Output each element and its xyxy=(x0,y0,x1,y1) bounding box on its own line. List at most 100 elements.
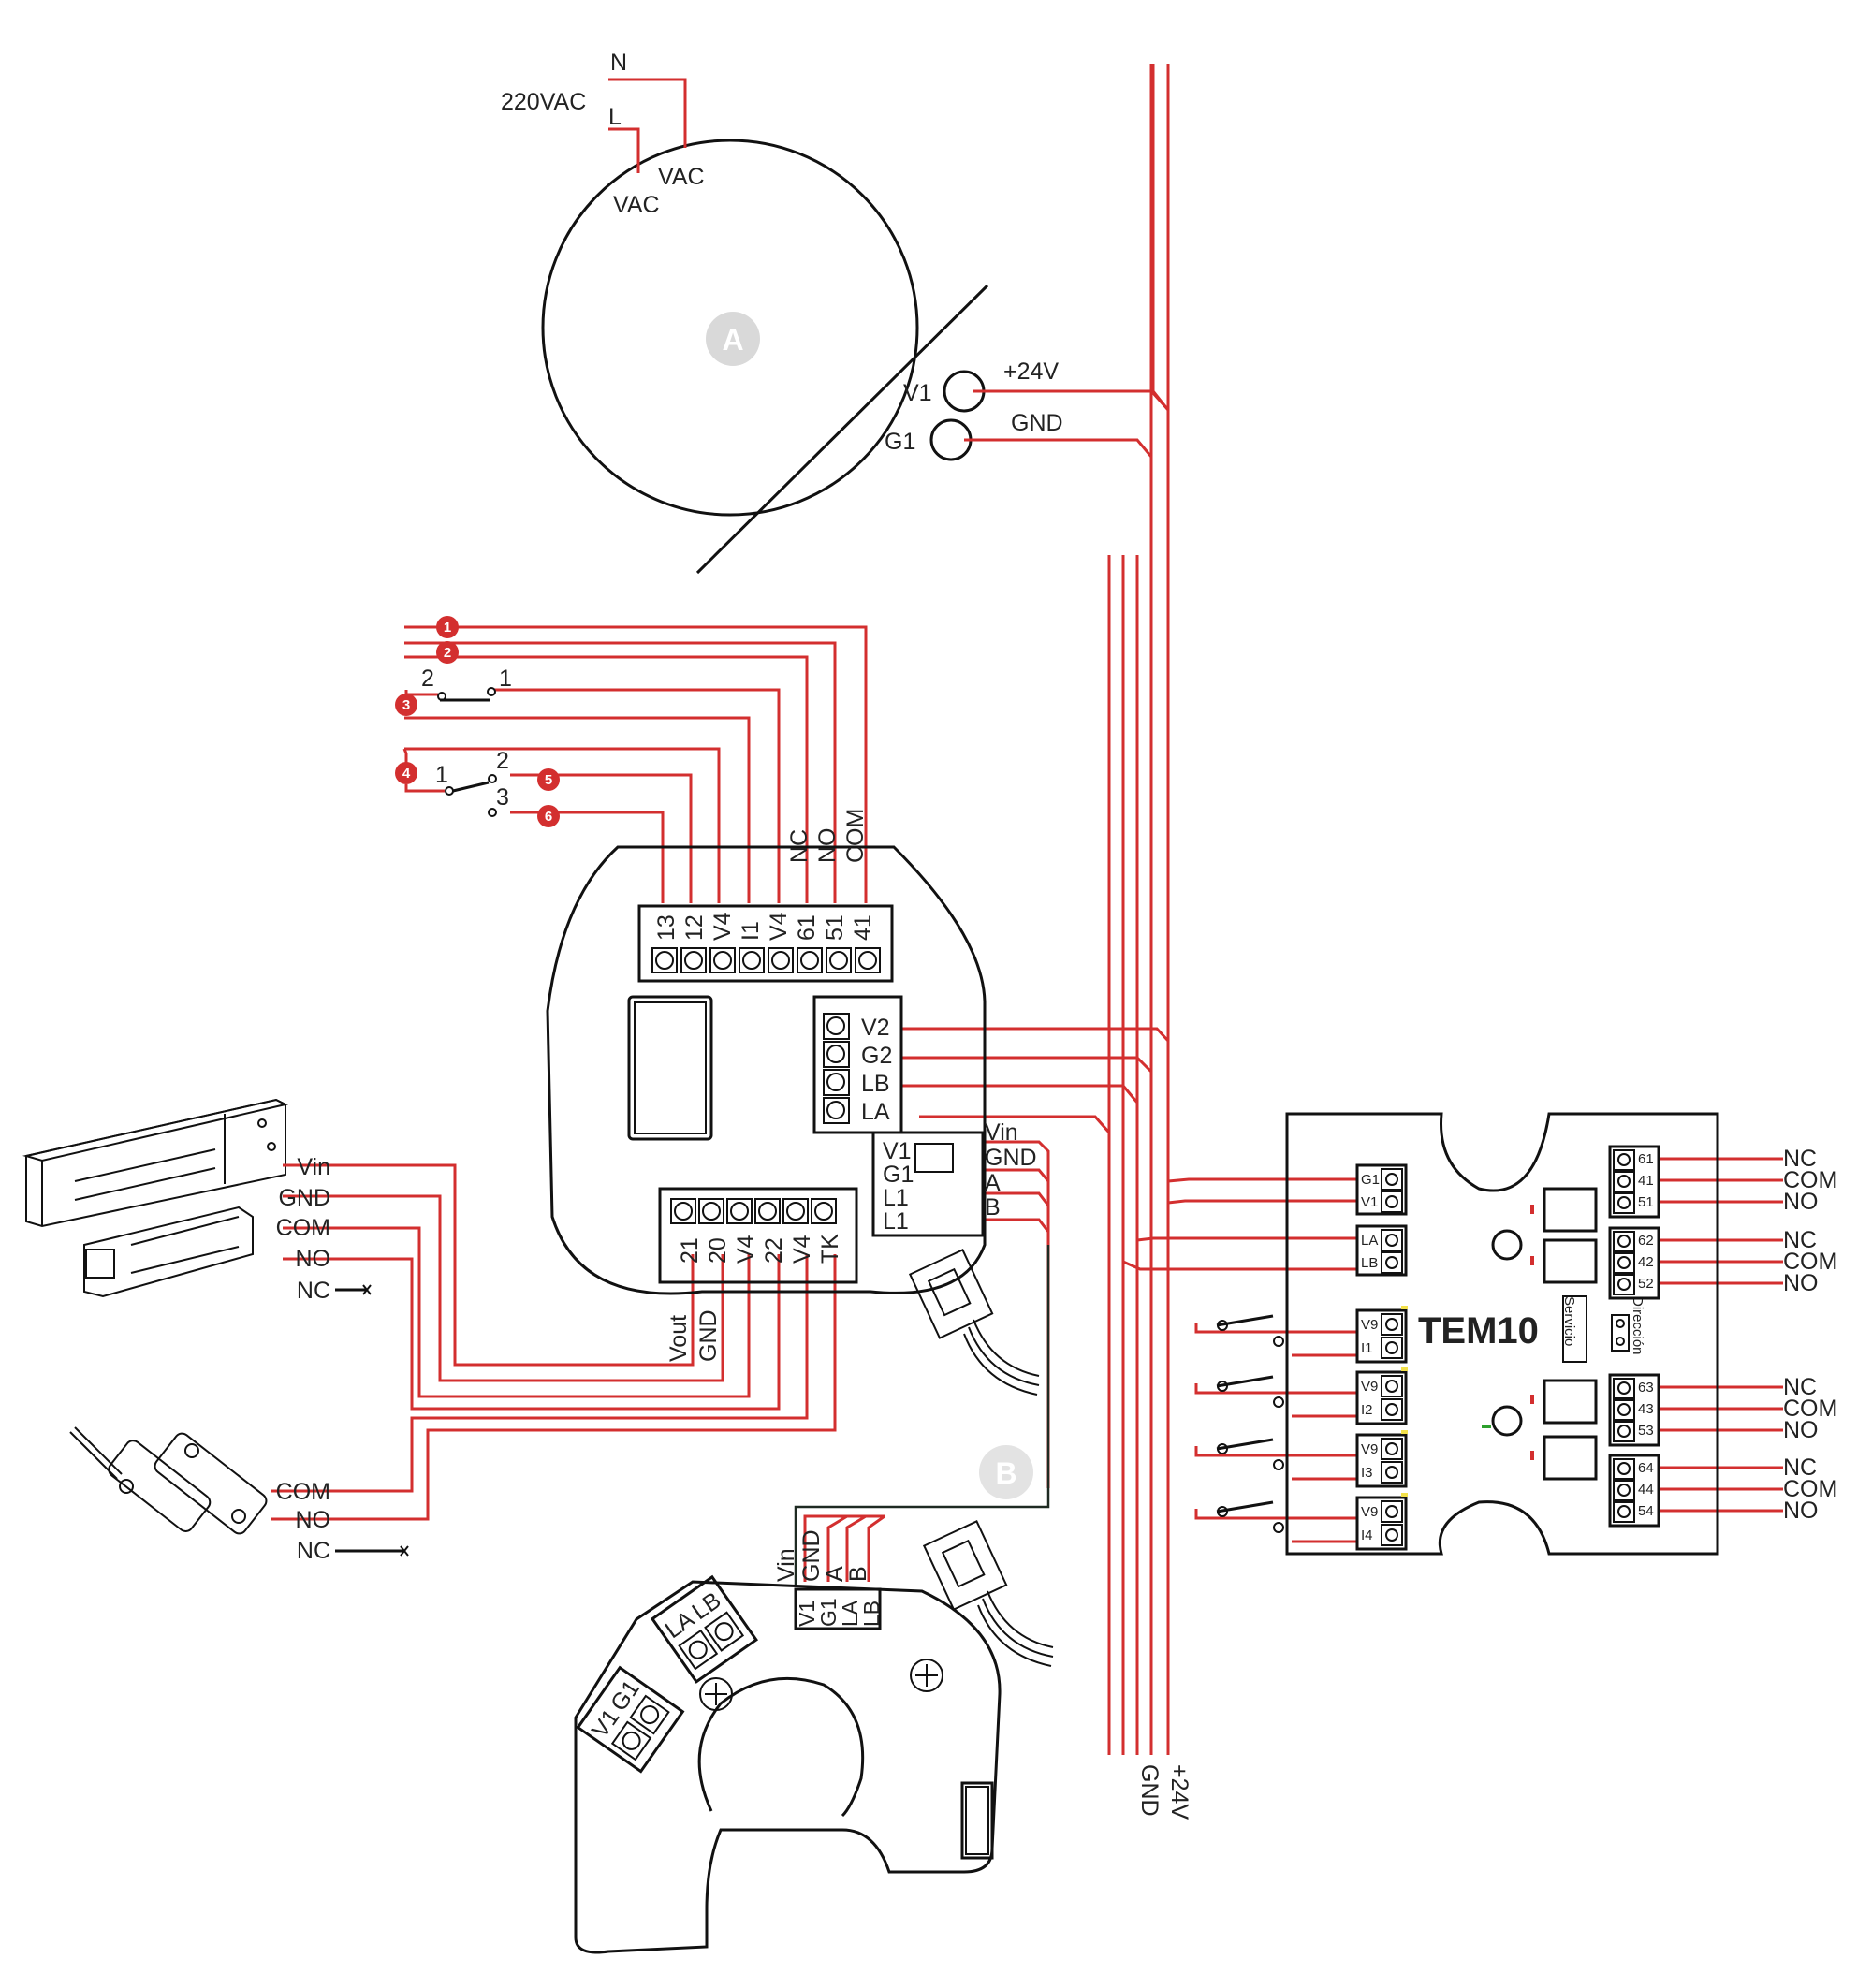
tem10-relay-1-t2: 41 xyxy=(1638,1173,1654,1189)
controller-terminal-lb: LB xyxy=(861,1071,890,1097)
input-badge-3 xyxy=(395,694,417,716)
controller-terminal-51: 51 xyxy=(822,914,848,941)
relay-1-nc: NC xyxy=(1783,1146,1817,1172)
tem10-relay-2-t1: 62 xyxy=(1638,1233,1654,1249)
relay-1-com: COM xyxy=(1783,1167,1837,1193)
tem10-input-1: V9 I1 xyxy=(1355,1306,1408,1364)
lock-vin-label: Vin xyxy=(297,1154,330,1180)
reader-emblem-label: B xyxy=(995,1456,1016,1490)
servicio-label: Servicio xyxy=(1561,1296,1577,1346)
tem10-input-4-i: I4 xyxy=(1361,1528,1373,1543)
reader-terminal-la: LA xyxy=(838,1600,862,1627)
reader-port-g1: G1 xyxy=(883,1162,914,1188)
tem10-relay-3-t1: 63 xyxy=(1638,1380,1654,1396)
tem10-input-switches xyxy=(1216,1314,1284,1533)
mains-wires xyxy=(608,78,687,173)
input-badge-2-label: 2 xyxy=(444,645,451,661)
relay-2-nc: NC xyxy=(1783,1227,1817,1253)
relay-4-no: NO xyxy=(1783,1498,1819,1524)
input-badges: 1 2 3 4 5 6 xyxy=(395,616,560,827)
controller-terminal-v2: V2 xyxy=(861,1015,890,1041)
switch-a-terminal-1: 1 xyxy=(499,665,512,692)
power-supply-emblem xyxy=(706,312,760,366)
input-badge-3-label: 3 xyxy=(402,697,410,713)
relay-3-nc: NC xyxy=(1783,1374,1817,1400)
switch-b-terminal-1: 1 xyxy=(435,762,448,788)
bus-gnd-label: GND xyxy=(1136,1764,1163,1817)
lock-nc-label: NC xyxy=(297,1278,330,1304)
gnd-output-label: GND xyxy=(1011,410,1063,436)
vout-label: Vout xyxy=(665,1315,692,1362)
controller-terminal-g2: G2 xyxy=(861,1043,892,1069)
tem10-input-2-i: I2 xyxy=(1361,1402,1373,1418)
tem10-input-4: V9 I4 xyxy=(1355,1493,1408,1551)
tem10-input-3: V9 I3 xyxy=(1355,1430,1408,1488)
reader-wire-b: B xyxy=(845,1566,871,1582)
tem10-la-label: LA xyxy=(1361,1233,1378,1249)
controller-terminal-v4a: V4 xyxy=(709,912,736,941)
g1-output-label: G1 xyxy=(885,429,915,455)
relay-3-no: NO xyxy=(1783,1417,1819,1443)
relay-com-label: COM xyxy=(842,809,869,863)
rj-connector-upper xyxy=(908,1249,1040,1396)
vac-terminal-1-label: VAC xyxy=(658,164,705,190)
screw-icon xyxy=(699,1677,733,1711)
relay-no-label: NO xyxy=(814,828,841,864)
tem10-relay-4-t1: 64 xyxy=(1638,1460,1654,1476)
tem10-relay-2-t3: 52 xyxy=(1638,1276,1654,1292)
relay-4-com: COM xyxy=(1783,1476,1837,1502)
reader-port-l1a: L1 xyxy=(883,1185,909,1211)
reader-emblem xyxy=(979,1445,1033,1499)
tem10-relay-4-t2: 44 xyxy=(1638,1482,1654,1498)
controller-terminal-la: LA xyxy=(861,1099,890,1125)
door-contact: COM NO NC xyxy=(69,1426,409,1564)
switch-b-terminal-3: 3 xyxy=(496,784,509,811)
power-supply-emblem-label: A xyxy=(722,323,743,357)
tem10-input-3-i: I3 xyxy=(1361,1465,1373,1481)
lock-no-label: NO xyxy=(296,1246,331,1272)
reader-wire-a: A xyxy=(822,1566,848,1582)
contact-com-label: COM xyxy=(276,1479,330,1505)
tem10-module: TEM10 Servicio Dirección G1 V1 LA LB V9 … xyxy=(1216,1112,1837,1556)
controller-terminal-13: 13 xyxy=(653,914,680,941)
input-badge-1 xyxy=(436,616,459,638)
input-badge-1-label: 1 xyxy=(444,620,451,636)
top-terminal-labels: 13 12 V4 I1 V4 61 51 41 xyxy=(653,912,876,941)
input-badge-5 xyxy=(537,768,560,791)
input-badge-6 xyxy=(537,805,560,827)
rj-connector-lower xyxy=(922,1520,1054,1667)
tem10-relay-3-t2: 43 xyxy=(1638,1401,1654,1417)
relay-1-no: NO xyxy=(1783,1189,1819,1215)
line-label: L xyxy=(608,104,622,130)
lock-com-label: COM xyxy=(276,1215,330,1241)
tem10-relay-1-t3: 51 xyxy=(1638,1194,1654,1210)
tem10-relay-2-t2: 42 xyxy=(1638,1254,1654,1270)
switch-a: 2 1 xyxy=(404,665,512,702)
contact-nc-label: NC xyxy=(297,1538,330,1564)
controller-terminal-tk: TK xyxy=(817,1234,843,1264)
tem10-relay-3-t3: 53 xyxy=(1638,1423,1654,1439)
tem10-v1-label: V1 xyxy=(1361,1194,1378,1210)
wires xyxy=(335,64,1783,1755)
tem10-input-3-v9: V9 xyxy=(1361,1441,1378,1457)
reader-terminal-g1: G1 xyxy=(816,1598,841,1627)
relay-2-no: NO xyxy=(1783,1270,1819,1296)
tem10-relay-4-t3: 54 xyxy=(1638,1503,1654,1519)
controller-terminal-v4c: V4 xyxy=(733,1235,759,1264)
relay-4-nc: NC xyxy=(1783,1454,1817,1481)
reader-wire-gnd-label: GND xyxy=(985,1145,1037,1171)
reader-port-v1: V1 xyxy=(883,1138,912,1164)
reader-wire-b-label: B xyxy=(985,1194,1001,1221)
reader-terminal-lb: LB xyxy=(859,1601,884,1627)
controller-terminal-20: 20 xyxy=(705,1237,731,1264)
tem10-g1-label: G1 xyxy=(1361,1172,1380,1188)
tem10-input-2-v9: V9 xyxy=(1361,1379,1378,1395)
plus24-output-label: +24V xyxy=(1003,358,1059,385)
controller-terminal-22: 22 xyxy=(761,1237,787,1264)
lock-device: Vin GND COM NO NC xyxy=(22,1098,372,1304)
controller-gnd-label: GND xyxy=(695,1309,722,1362)
power-supply: A 220VAC N L VAC VAC V1 G1 +24V GND xyxy=(501,50,1063,575)
reader-wire-vin-label: Vin xyxy=(985,1119,1018,1146)
reader-wire-gnd: GND xyxy=(798,1529,825,1582)
input-badge-5-label: 5 xyxy=(545,772,552,788)
